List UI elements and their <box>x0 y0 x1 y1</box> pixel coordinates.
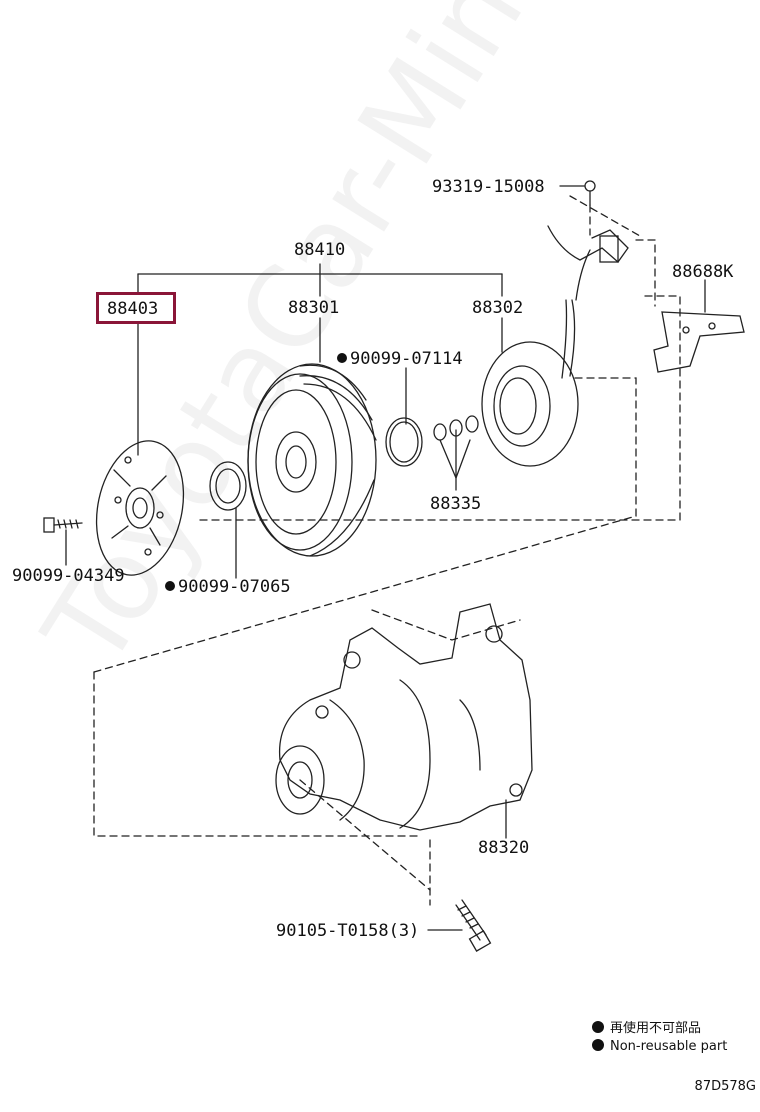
figure-code: 87D578G <box>694 1079 756 1094</box>
label-90105-t0158[interactable]: 90105-T0158(3) <box>276 921 420 941</box>
label-88688k[interactable]: 88688K <box>672 262 734 282</box>
label-88301[interactable]: 88301 <box>288 298 340 318</box>
label-93319-15008[interactable]: 93319-15008 <box>432 177 545 197</box>
legend-text-en: Non-reusable part <box>610 1039 728 1054</box>
bolt-90105 <box>455 899 492 952</box>
shims-88335 <box>433 415 479 441</box>
bolt-90099-04349 <box>43 517 83 533</box>
non-reusable-dot-icon <box>592 1039 604 1051</box>
label-90099-07065[interactable]: 90099-07065 <box>178 577 291 597</box>
label-88302[interactable]: 88302 <box>472 298 524 318</box>
label-88320[interactable]: 88320 <box>478 838 530 858</box>
highlight-box-88403[interactable]: 88403 <box>96 292 176 324</box>
assembly-bracket-88410 <box>137 263 503 297</box>
bracket-88688k <box>653 311 745 373</box>
label-88403[interactable]: 88403 <box>107 299 159 319</box>
snap-ring-90099-07114 <box>385 417 423 467</box>
label-88335[interactable]: 88335 <box>430 494 482 514</box>
label-88410[interactable]: 88410 <box>294 240 346 260</box>
non-reusable-dot-icon <box>592 1021 604 1033</box>
compressor-88320 <box>275 603 533 831</box>
field-coil-88302 <box>481 249 591 467</box>
label-90099-04349[interactable]: 90099-04349 <box>12 566 125 586</box>
clutch-hub-88403 <box>95 440 185 576</box>
legend-row-en: Non-reusable part <box>592 1039 727 1054</box>
label-90099-07114[interactable]: 90099-07114 <box>350 349 463 369</box>
pulley-88301 <box>247 363 377 557</box>
legend-row-jp: 再使用不可部品 <box>592 1017 701 1036</box>
shim-90099-07065 <box>209 461 247 511</box>
legend-text-jp: 再使用不可部品 <box>610 1021 702 1036</box>
connector-93319 <box>547 180 629 263</box>
